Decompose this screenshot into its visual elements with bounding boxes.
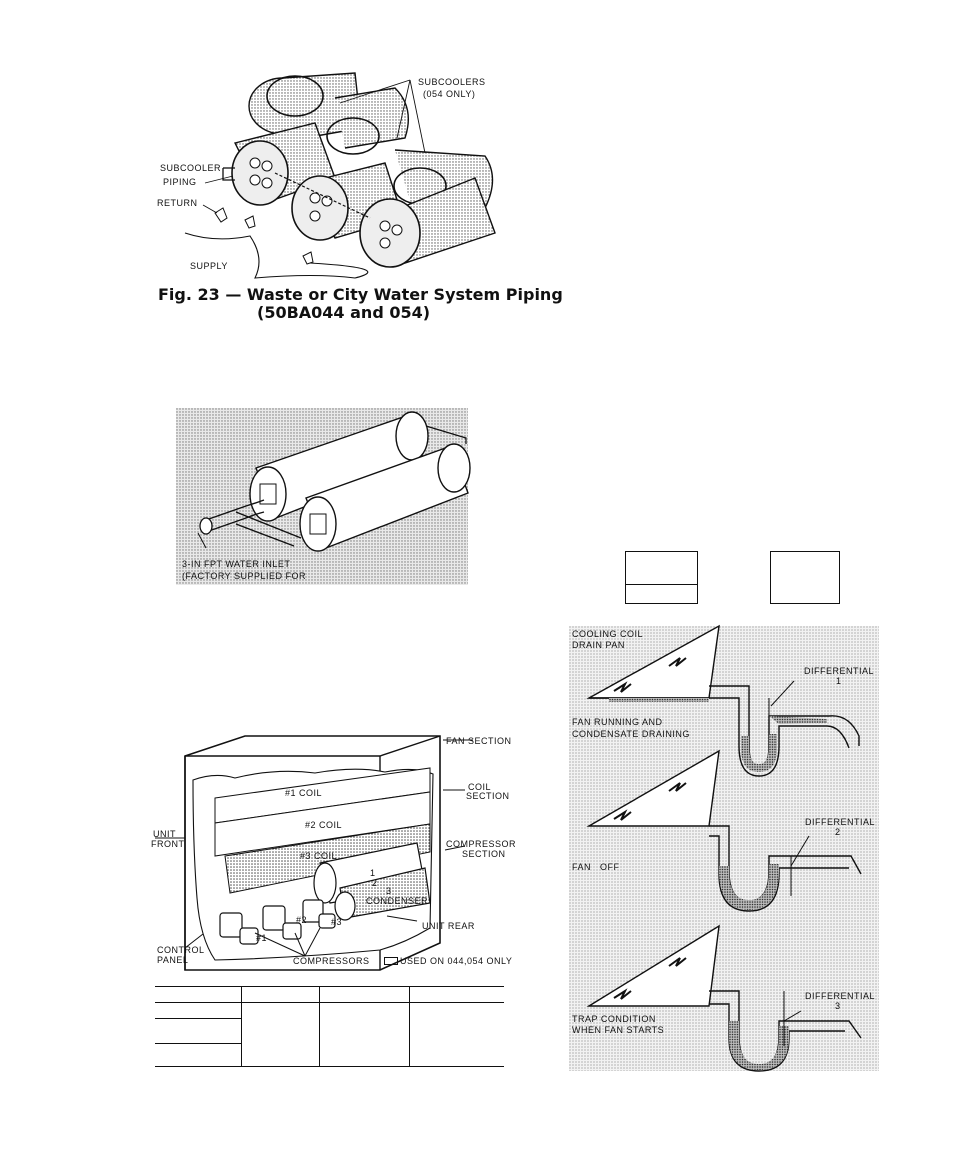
label-cond-num-2: 2 bbox=[372, 878, 378, 888]
table-row-rule-2 bbox=[155, 1043, 242, 1044]
label-comp-num-1: #1 bbox=[256, 933, 268, 943]
condenser-end-3 bbox=[359, 198, 421, 268]
empty-table-left bbox=[625, 551, 698, 604]
label-cooling-coil: COOLING COIL bbox=[572, 629, 644, 639]
label-unit-front-1: UNIT bbox=[153, 829, 176, 839]
condenser-end-2 bbox=[291, 175, 349, 241]
label-diff-3-num: 3 bbox=[835, 1001, 841, 1011]
condenser-drawing bbox=[176, 408, 471, 585]
trap-drawing bbox=[569, 624, 879, 1072]
condenser-figure: 3-IN FPT WATER INLET (FACTORY SUPPLIED F… bbox=[176, 408, 471, 585]
label-subcoolers: SUBCOOLERS bbox=[418, 77, 486, 87]
fig23-caption-line2: (50BA044 and 054) bbox=[257, 303, 431, 322]
empty-table-right bbox=[770, 551, 840, 604]
trap-panel-1 bbox=[586, 624, 860, 777]
label-when-fan-starts: WHEN FAN STARTS bbox=[572, 1025, 665, 1035]
label-fan-off: FAN OFF bbox=[572, 862, 620, 872]
label-supply: SUPPLY bbox=[190, 261, 228, 271]
table-col-rule-3 bbox=[409, 986, 410, 1067]
label-unit-front-2: FRONT bbox=[151, 839, 185, 849]
condenser-end-1 bbox=[231, 140, 289, 206]
label-coil-1: #1 COIL bbox=[285, 788, 323, 798]
trap-panel-2 bbox=[586, 749, 862, 912]
label-diff-1: DIFFERENTIAL bbox=[804, 666, 875, 676]
label-subcooler: SUBCOOLER bbox=[160, 163, 222, 173]
label-inlet-line1: 3-IN FPT WATER INLET bbox=[182, 559, 291, 569]
label-trap-condition: TRAP CONDITION bbox=[572, 1014, 656, 1024]
table-top-rule bbox=[155, 986, 504, 987]
table-row-rule-1 bbox=[155, 1018, 242, 1019]
label-coil-2: #2 COIL bbox=[305, 820, 343, 830]
label-drain-pan: DRAIN PAN bbox=[572, 640, 625, 650]
label-control-panel-2: PANEL bbox=[157, 955, 189, 965]
label-compressors: COMPRESSORS bbox=[293, 956, 370, 966]
label-coil-3: #3 COIL bbox=[300, 851, 338, 861]
label-compressor-section-1: COMPRESSOR bbox=[446, 839, 517, 849]
unit-figure bbox=[155, 728, 505, 973]
empty-table-bottom bbox=[155, 986, 504, 1067]
label-diff-1-num: 1 bbox=[836, 676, 842, 686]
label-coil-section-1: COIL bbox=[468, 782, 492, 792]
label-diff-3: DIFFERENTIAL bbox=[805, 991, 876, 1001]
label-diff-2: DIFFERENTIAL bbox=[805, 817, 876, 827]
fig23-drawing bbox=[184, 72, 496, 279]
label-fan-section: FAN SECTION bbox=[446, 736, 512, 746]
table-header-rule bbox=[155, 1002, 504, 1003]
label-condenser: CONDENSER bbox=[366, 896, 429, 906]
label-control-panel-1: CONTROL bbox=[157, 945, 205, 955]
label-return: RETURN bbox=[157, 198, 198, 208]
label-inlet-line2: (FACTORY SUPPLIED FOR bbox=[182, 571, 307, 581]
label-fan-running: FAN RUNNING AND bbox=[572, 717, 663, 727]
table-bottom-rule bbox=[155, 1066, 504, 1067]
label-piping: PIPING bbox=[163, 177, 197, 187]
label-comp-num-3: #3 bbox=[331, 917, 343, 927]
unit-drawing bbox=[155, 735, 473, 971]
fig23-caption-line1: Fig. 23 — Waste or City Water System Pip… bbox=[158, 285, 563, 304]
label-diff-2-num: 2 bbox=[835, 827, 841, 837]
label-comp-num-2: #2 bbox=[296, 915, 308, 925]
label-cond-num-3: 3 bbox=[386, 886, 392, 896]
empty-table-left-divider bbox=[625, 584, 698, 585]
label-used-on: USED ON 044,054 ONLY bbox=[400, 956, 513, 966]
table-col-rule-1 bbox=[241, 986, 242, 1067]
fig23-illustration bbox=[155, 68, 505, 283]
label-cond-num-1: 1 bbox=[370, 868, 376, 878]
label-coil-section-2: SECTION bbox=[466, 791, 510, 801]
trap-panel-3 bbox=[586, 924, 862, 1072]
table-col-rule-2 bbox=[319, 986, 320, 1067]
legend-swatch bbox=[384, 957, 398, 965]
trap-figure bbox=[569, 624, 879, 1072]
label-subcoolers-note: (054 ONLY) bbox=[423, 89, 476, 99]
label-compressor-section-2: SECTION bbox=[462, 849, 506, 859]
label-condensate-draining: CONDENSATE DRAINING bbox=[572, 729, 690, 739]
label-unit-rear: UNIT REAR bbox=[422, 921, 475, 931]
